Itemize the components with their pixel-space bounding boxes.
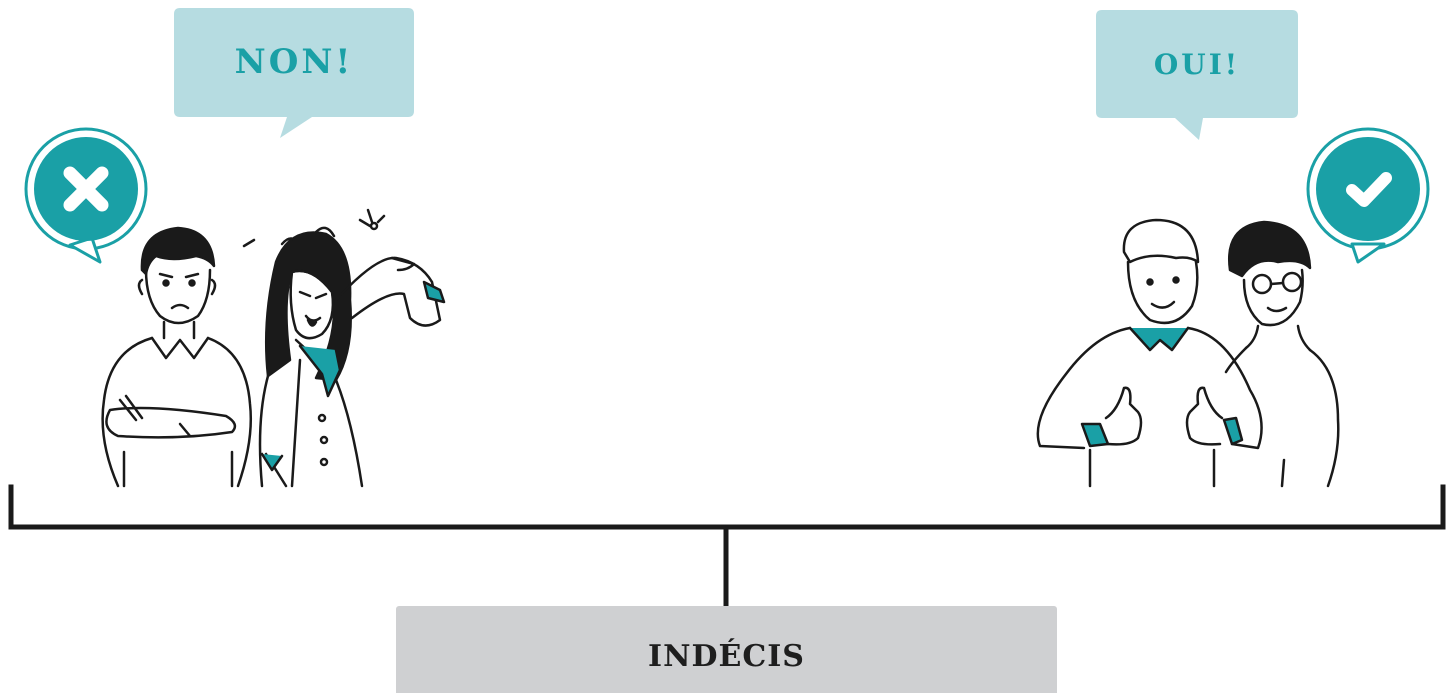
woman-glasses-illustration: [1224, 220, 1340, 488]
cross-badge: [24, 127, 148, 264]
check-icon: [1346, 172, 1392, 207]
cross-icon: [63, 166, 109, 212]
check-badge: [1306, 127, 1430, 264]
bracket: [8, 484, 1446, 609]
no-bubble-label: NON!: [234, 42, 354, 82]
woman-tapping-head-illustration: [242, 208, 446, 488]
speech-bubble-left: [174, 8, 414, 138]
yes-bubble-label: OUI!: [1153, 48, 1241, 81]
speech-bubble-right: [1096, 10, 1298, 140]
undecided-box: INDÉCIS: [396, 606, 1057, 693]
undecided-label: INDÉCIS: [648, 639, 805, 674]
man-thumbs-up-illustration: [1036, 218, 1263, 488]
man-arms-crossed-illustration: [101, 226, 253, 488]
